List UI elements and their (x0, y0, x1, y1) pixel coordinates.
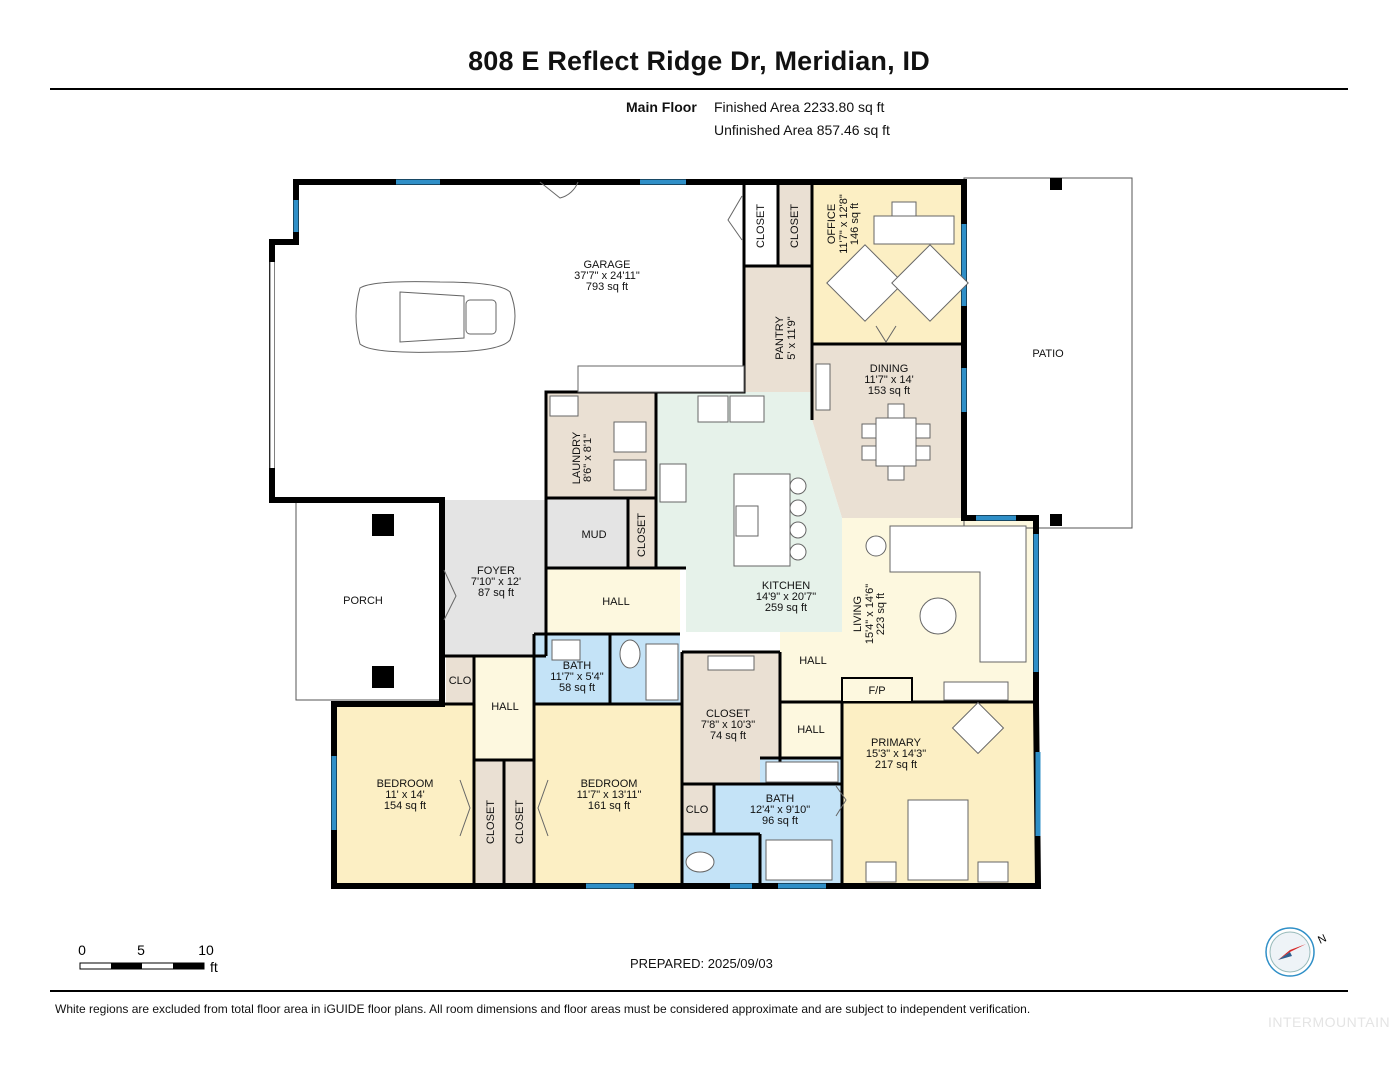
clo-a-fill (446, 656, 474, 704)
bedroom-b-fill (534, 704, 682, 886)
office-dims: 11'7" x 12'8" (838, 194, 850, 254)
patio-post (1050, 178, 1062, 190)
laundry-label: LAUNDRY (571, 431, 583, 484)
hall-center-fill (546, 568, 680, 634)
clo-b-fill (682, 784, 714, 834)
scale-bar: 0 5 10 ft (78, 942, 218, 975)
unfinished-area: Unfinished Area 857.46 sq ft (714, 122, 890, 138)
title-divider (50, 88, 1348, 90)
patio-post (1050, 514, 1062, 526)
bedroom-a-label: BEDROOM (377, 778, 434, 790)
closet-e-label: CLOSET (514, 800, 526, 844)
garage-dims: 37'7" x 24'11" (574, 270, 640, 282)
scale-tick-0: 0 (78, 942, 86, 958)
mud-closet-fill (628, 498, 656, 568)
fireplace-label: F/P (868, 685, 885, 697)
dining-area: 153 sq ft (868, 385, 910, 397)
clo-b-label: CLO (686, 804, 709, 816)
closet-c-label: CLOSET (706, 708, 750, 720)
porch-post (372, 514, 394, 536)
bedroom-a-fill (334, 704, 476, 886)
closet-a-fill (744, 182, 778, 266)
watermark: INTERMOUNTAIN (1268, 1014, 1391, 1030)
bath-b-area: 96 sq ft (762, 815, 798, 827)
bedroom-a-area: 154 sq ft (384, 800, 426, 812)
clo-a-label: CLO (449, 675, 472, 687)
door-swings (443, 181, 897, 837)
foyer-label: FOYER (477, 565, 515, 577)
kitchen-label: KITCHEN (762, 580, 810, 592)
bath-a-dims: 11'7" x 5'4" (550, 671, 603, 683)
windows (293, 179, 1041, 889)
living-dims: 15'4" x 14'6" (864, 584, 876, 644)
closet-b-label: CLOSET (789, 204, 801, 248)
garage-label: GARAGE (583, 259, 630, 271)
hall-primary-fill (780, 702, 842, 758)
foyer-dims: 7'10" x 12' (471, 576, 521, 588)
primary-label: PRIMARY (871, 737, 922, 749)
closet-a-label: CLOSET (755, 204, 767, 248)
patio-label: PATIO (1032, 348, 1064, 360)
laundry-dims: 8'6" x 8'1" (582, 434, 594, 482)
foyer-fill (442, 500, 546, 656)
mud-fill (546, 498, 628, 568)
hall-primary-label: HALL (797, 724, 825, 736)
footer-divider (50, 990, 1348, 992)
closet-b-fill (778, 182, 812, 266)
hall-bedroom-label: HALL (491, 701, 519, 713)
office-area: 146 sq ft (849, 203, 861, 245)
garage-area: 793 sq ft (586, 281, 628, 293)
scale-tick-10: 10 (198, 942, 214, 958)
bedroom-a-dims: 11' x 14' (385, 789, 424, 801)
hall-center-label: HALL (602, 596, 630, 608)
plan-title: 808 E Reflect Ridge Dr, Meridian, ID (468, 46, 930, 76)
primary-dims: 15'3" x 14'3" (866, 748, 926, 760)
dining-dims: 11'7" x 14' (864, 374, 914, 386)
bath-a-label: BATH (563, 660, 592, 672)
primary-area: 217 sq ft (875, 759, 917, 771)
fixtures (355, 201, 1027, 883)
bath-b-label: BATH (766, 793, 795, 805)
hall-living-label: HALL (799, 655, 827, 667)
dining-label: DINING (870, 363, 909, 375)
living-label: LIVING (852, 596, 864, 632)
hall-bedroom-fill (474, 656, 534, 760)
bath-a-area: 58 sq ft (559, 682, 595, 694)
foyer-area: 87 sq ft (478, 587, 514, 599)
floor-label: Main Floor (626, 99, 697, 115)
prepared-date: PREPARED: 2025/09/03 (630, 956, 773, 971)
porch-label: PORCH (343, 595, 383, 607)
closet-c-dims: 7'8" x 10'3" (701, 719, 755, 731)
hall-living-fill (780, 632, 842, 702)
disclaimer: White regions are excluded from total fl… (55, 1002, 1031, 1016)
kitchen-dims: 14'9" x 20'7" (756, 591, 816, 603)
porch-outline (295, 500, 442, 701)
office-label: OFFICE (826, 204, 838, 244)
finished-area: Finished Area 2233.80 sq ft (714, 99, 885, 115)
living-area: 223 sq ft (875, 593, 887, 635)
bath-b-dims: 12'4" x 9'10" (750, 804, 810, 816)
car-icon (355, 281, 516, 353)
closet-d-label: CLOSET (485, 800, 497, 844)
pantry-label: PANTRY (774, 316, 786, 360)
closet-c-area: 74 sq ft (710, 730, 746, 742)
bedroom-b-label: BEDROOM (581, 778, 638, 790)
mud-closet-label: CLOSET (636, 513, 648, 557)
scale-unit: ft (210, 959, 218, 975)
room-labels: GARAGE 37'7" x 24'11" 793 sq ft CLOSET C… (343, 194, 1064, 844)
scale-tick-5: 5 (137, 942, 145, 958)
bedroom-b-dims: 11'7" x 13'11" (577, 789, 642, 801)
pantry-dims: 5' x 11'9" (786, 316, 798, 359)
compass-north-label: N (1316, 932, 1328, 946)
porch-post (372, 666, 394, 688)
kitchen-area: 259 sq ft (765, 602, 807, 614)
mud-label: MUD (581, 529, 606, 541)
bedroom-b-area: 161 sq ft (588, 800, 630, 812)
compass-icon: N (1265, 927, 1329, 977)
